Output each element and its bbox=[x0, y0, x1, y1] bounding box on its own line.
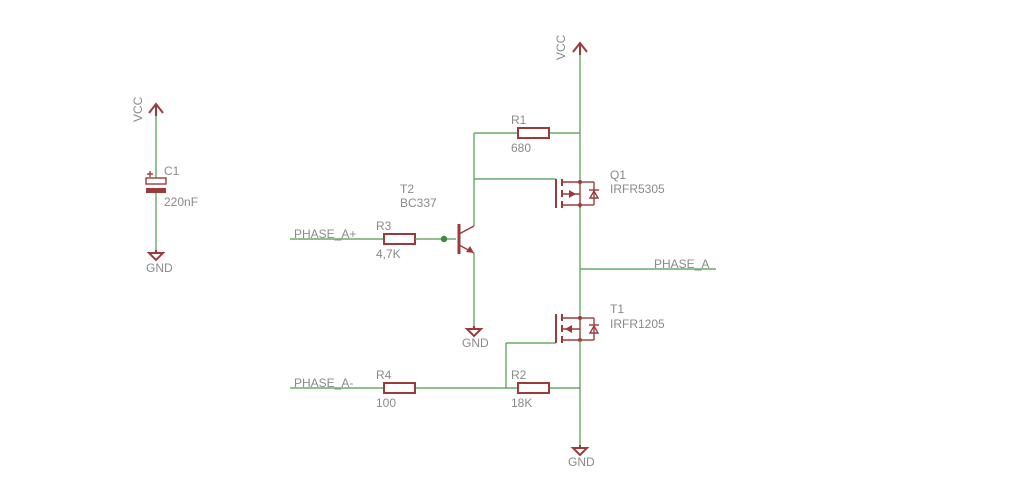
gnd-label-c1: GND bbox=[146, 261, 173, 275]
r1-name: R1 bbox=[511, 113, 527, 127]
r3-name: R3 bbox=[376, 219, 392, 233]
vcc-symbol-left bbox=[148, 102, 164, 116]
gnd-symbol-main bbox=[570, 445, 590, 457]
net-label-phase-a-minus: PHASE_A- bbox=[294, 376, 353, 390]
r2-name: R2 bbox=[511, 368, 527, 382]
net-label-phase-a: PHASE_A bbox=[654, 257, 709, 271]
mosfet-t1 bbox=[555, 314, 600, 343]
q1-name: Q1 bbox=[610, 168, 626, 182]
q1-value: IRFR5305 bbox=[610, 182, 665, 196]
c1-name: C1 bbox=[164, 164, 180, 178]
r1-value: 680 bbox=[511, 141, 531, 155]
net-label-phase-a-plus: PHASE_A+ bbox=[294, 227, 356, 241]
capacitor-c1 bbox=[145, 171, 167, 193]
resistor-r4 bbox=[383, 382, 416, 394]
junction-dot bbox=[440, 235, 448, 243]
vcc-symbol-main bbox=[572, 41, 588, 55]
gnd-label-main: GND bbox=[568, 455, 595, 469]
mosfet-q1 bbox=[555, 179, 600, 208]
resistor-r1 bbox=[517, 127, 550, 139]
transistor-t2 bbox=[457, 224, 475, 254]
r4-name: R4 bbox=[376, 368, 392, 382]
t2-name: T2 bbox=[400, 182, 414, 196]
resistor-r2 bbox=[517, 382, 550, 394]
t1-name: T1 bbox=[610, 302, 624, 316]
resistor-r3 bbox=[383, 233, 416, 245]
vcc-label-left: VCC bbox=[131, 96, 145, 122]
r3-value: 4,7K bbox=[376, 247, 401, 261]
r4-value: 100 bbox=[376, 396, 396, 410]
r2-value: 18K bbox=[511, 396, 532, 410]
gnd-symbol-c1 bbox=[146, 250, 166, 262]
gnd-symbol-t2 bbox=[464, 326, 484, 338]
t1-value: IRFR1205 bbox=[610, 317, 665, 331]
c1-value: 220nF bbox=[164, 195, 198, 209]
vcc-label-main: VCC bbox=[554, 34, 568, 60]
gnd-label-t2: GND bbox=[462, 336, 489, 350]
t2-value: BC337 bbox=[400, 196, 437, 210]
